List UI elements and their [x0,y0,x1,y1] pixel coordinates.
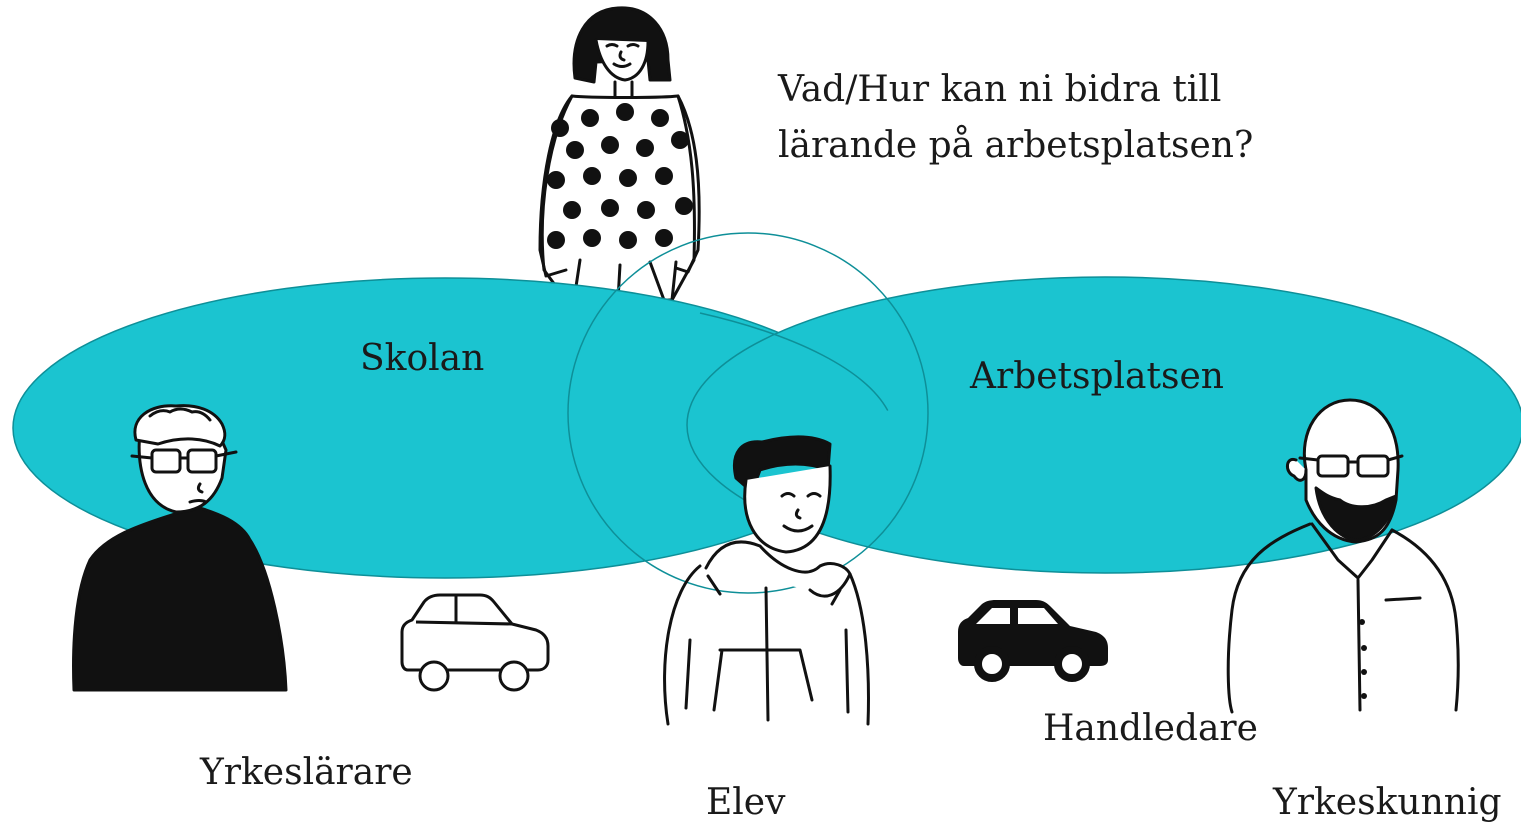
supervisor-label: Handledare [1043,708,1258,749]
question-line-1: Vad/Hur kan ni bidra till [778,69,1222,110]
question-text: Vad/Hur kan ni bidra till lärande på arb… [778,62,1253,174]
car-outline-icon [400,593,550,692]
professional-label: Yrkeskunnig [1273,782,1502,823]
question-line-2: lärande på arbetsplatsen? [778,125,1254,166]
woman-figure-icon [538,6,701,302]
car-filled-icon [958,600,1108,682]
teacher-label: Yrkeslärare [200,752,413,793]
student-figure-icon [663,435,870,726]
learning-circle [567,232,929,594]
teacher-figure-icon [72,404,288,692]
workplace-label: Arbetsplatsen [970,356,1224,397]
school-label: Skolan [360,338,485,379]
student-label: Elev [706,782,786,823]
professional-figure-icon [1226,398,1460,714]
